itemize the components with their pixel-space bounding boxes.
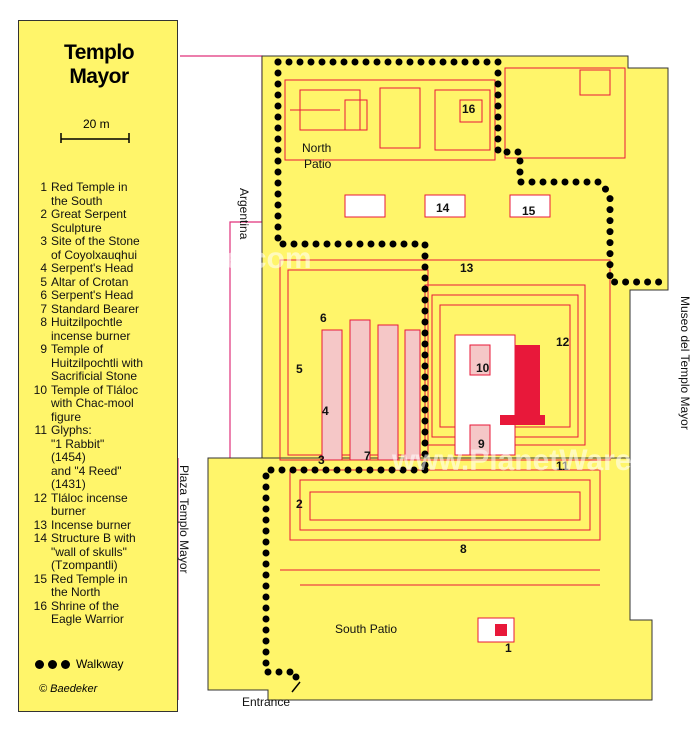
marker-4: 4 [322, 404, 329, 418]
scale-label: 20 m [83, 117, 110, 131]
south-area [207, 457, 653, 701]
legend-item-number: 15 [33, 571, 47, 586]
legend-panel: Templo Mayor 20 m 1 Red Temple in the Sou… [18, 20, 178, 712]
legend-title-line1: Templo [63, 41, 135, 64]
legend-item-number: 6 [40, 288, 47, 302]
legend-item: 7 Standard Bearer [29, 301, 177, 317]
north-patio-label-2: Patio [304, 157, 332, 171]
marker-9: 9 [478, 437, 485, 451]
north-structures [284, 67, 626, 161]
north-patio-label-1: North [302, 141, 331, 155]
legend-item: 14 Structure B with "wall of skulls" (Tzo… [29, 531, 177, 573]
marker-5: 5 [296, 362, 303, 376]
legend-item-number: 10 [33, 382, 47, 397]
marker-10: 10 [476, 361, 490, 375]
entrance-arrow-icon [291, 681, 301, 693]
legend-item-text: Red Temple in the North [51, 571, 128, 599]
marker-2: 2 [296, 497, 303, 511]
site-numbers: 1 2 3 4 5 6 7 8 9 10 11 12 13 14 15 16 [296, 102, 570, 655]
legend-item-number: 3 [40, 234, 47, 248]
legend-item-number: 12 [33, 490, 47, 505]
skull-wall-structures [344, 194, 551, 218]
marker-14: 14 [436, 201, 450, 215]
legend-item-number: 7 [40, 301, 47, 316]
legend-item-number: 8 [40, 315, 47, 329]
legend-item: 11 Glyphs: "1 Rabbit" (1454) and "4 Reed"… [29, 423, 177, 492]
street-argentina: Argentina [237, 188, 251, 240]
marker-13: 13 [460, 261, 474, 275]
legend-item-number: 2 [40, 207, 47, 221]
legend-item-number: 14 [33, 531, 47, 545]
legend-item: 16 Shrine of the Eagle Warrior [29, 598, 177, 627]
marker-7: 7 [364, 449, 371, 463]
marker-8: 8 [460, 542, 467, 556]
legend-item-text: Shrine of the Eagle Warrior [51, 598, 124, 626]
red-temple-south [477, 617, 515, 643]
watermark-2: www.PlanetWare.com [391, 444, 700, 477]
legend-item-text: Altar of Crotan [51, 274, 129, 289]
legend-item-number: 13 [33, 517, 47, 532]
marker-11: 11 [556, 459, 569, 473]
walkway-path [262, 58, 672, 688]
legend-item-text: Temple of Huitzilpochtli with Sacrificia… [51, 342, 144, 383]
legend-item-text: Huitzilpochtle incense burner [51, 315, 131, 343]
street-plaza: Plaza Templo Mayor [177, 465, 191, 574]
marker-15: 15 [522, 204, 536, 218]
legend-item: 6 Serpent's Head [29, 288, 177, 303]
legend-item-text: Standard Bearer [51, 301, 140, 316]
legend-list: 1 Red Temple in the South 2 Great Serpent S… [29, 180, 177, 627]
legend-item: 9 Temple of Huitzilpochtli with Sacrifici… [29, 342, 177, 384]
scale-bar: 20 m [59, 117, 131, 155]
legend-title-line2: Mayor [69, 65, 129, 88]
south-patio-label: South Patio [335, 622, 397, 636]
legend-item-number: 11 [34, 423, 47, 437]
legend-item-text: Structure B with "wall of skulls" (Tzomp… [51, 531, 136, 572]
legend-item: 5 Altar of Crotan [29, 274, 177, 290]
entrance-label: Entrance [242, 695, 290, 709]
legend-item: 13 Incense burner [29, 517, 177, 533]
twin-temples [454, 334, 545, 456]
walkway-dots-icon [35, 659, 70, 669]
legend-item: 10 Temple of Tláloc with Chac-mool figure [29, 382, 177, 425]
legend-item: 8 Huitzilpochtle incense burner [29, 315, 177, 343]
legend-item-text: Great Serpent Sculpture [51, 207, 127, 235]
legend-item: 4 Serpent's Head [29, 261, 177, 276]
marker-6: 6 [320, 311, 327, 325]
legend-item: 12 Tláloc incense burner [29, 490, 177, 519]
legend-item-text: Site of the Stone of Coyolxauqhui [51, 234, 140, 262]
legend-item-text: Red Temple in the South [51, 180, 128, 208]
legend-item-number: 9 [40, 342, 47, 356]
stairways [321, 319, 421, 461]
marker-3: 3 [318, 453, 325, 467]
marker-16: 16 [462, 102, 476, 116]
legend-item: 2 Great Serpent Sculpture [29, 207, 177, 235]
legend-item-number: 5 [40, 274, 47, 289]
legend-item-number: 16 [33, 598, 47, 613]
museum-label: Museo del Templo Mayor [678, 296, 692, 430]
legend-item-text: Tláloc incense burner [51, 490, 128, 518]
legend-item-number: 4 [40, 261, 47, 275]
scale-line-icon [60, 133, 130, 143]
legend-item-text: Glyphs: "1 Rabbit" (1454) and "4 Reed" (… [51, 423, 122, 491]
legend-item-text: Serpent's Head [51, 288, 134, 302]
legend-item: 15 Red Temple in the North [29, 571, 177, 600]
marker-12: 12 [556, 335, 570, 349]
legend-item-text: Incense burner [51, 517, 132, 532]
legend-item-text: Temple of Tláloc with Chac-mool figure [51, 382, 139, 424]
legend-item-number: 1 [40, 180, 47, 194]
legend-item: 3 Site of the Stone of Coyolxauqhui [29, 234, 177, 262]
walkway-label: Walkway [76, 657, 124, 671]
legend-item: 1 Red Temple in the South [29, 180, 177, 208]
legend-item-text: Serpent's Head [51, 261, 134, 275]
walkway-legend: Walkway [35, 657, 124, 671]
marker-1: 1 [505, 641, 512, 655]
copyright: © Baedeker [39, 683, 98, 695]
